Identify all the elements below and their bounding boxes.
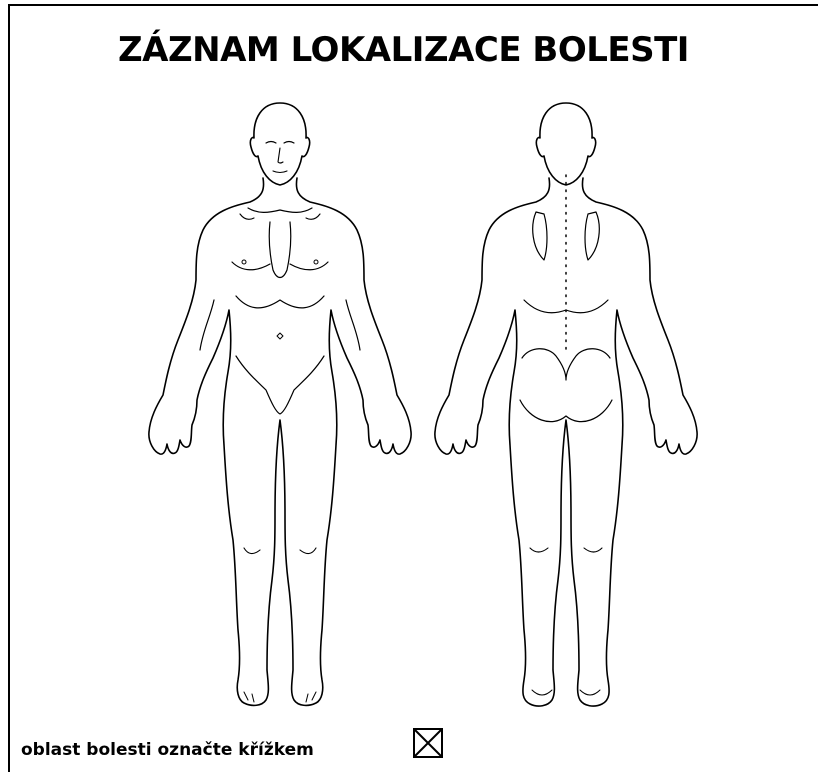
body-diagram (0, 0, 833, 730)
front-torso-outline (149, 178, 411, 705)
back-head (536, 103, 595, 185)
back-body-icon[interactable] (435, 103, 697, 706)
instruction-text: oblast bolesti označte křížkem (21, 740, 314, 760)
crossed-box-icon (412, 727, 444, 759)
front-body-icon[interactable] (149, 103, 411, 705)
